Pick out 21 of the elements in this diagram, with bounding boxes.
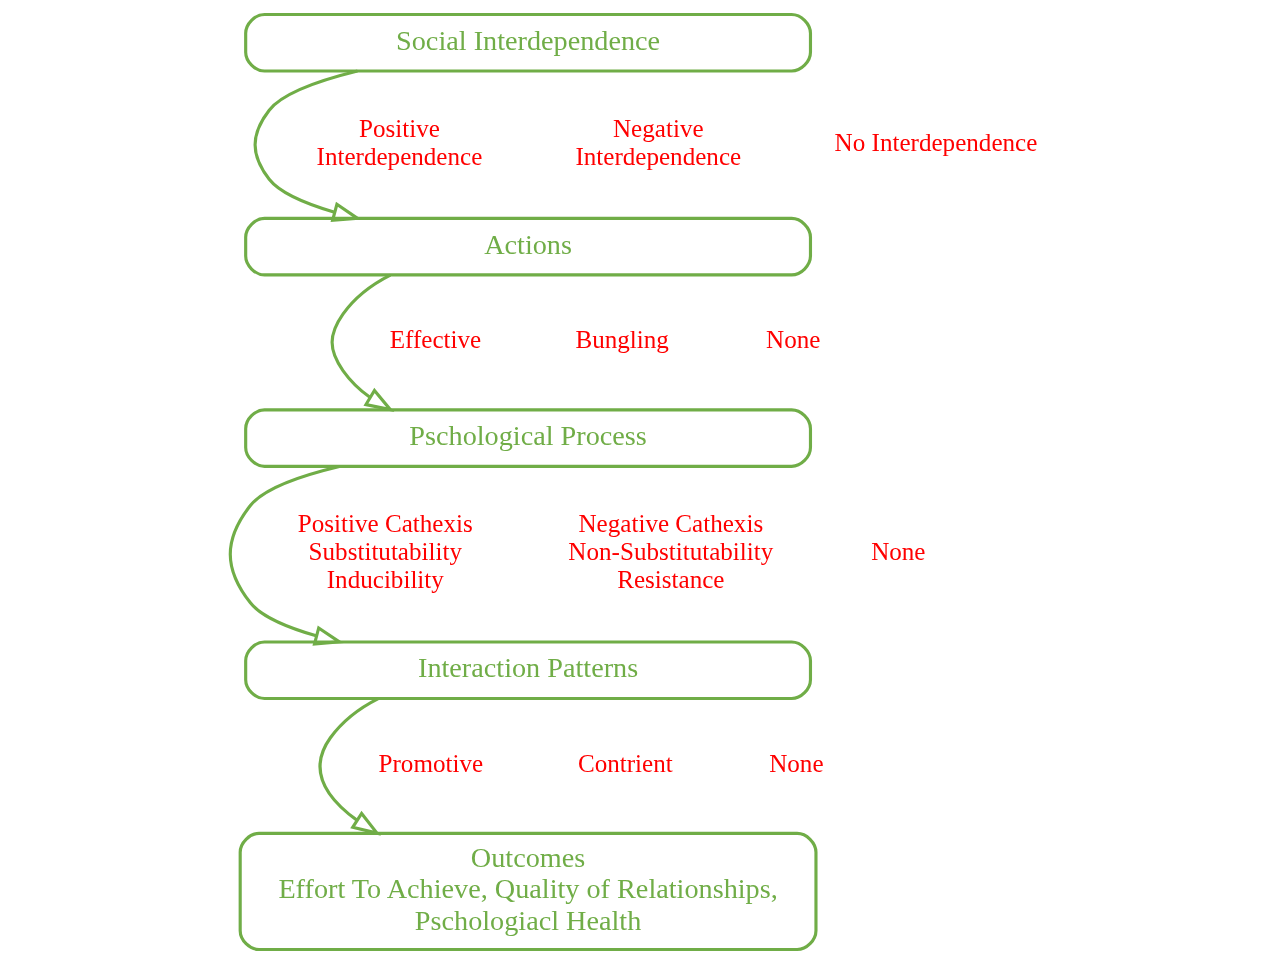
label: No Interdependence — [834, 128, 1037, 156]
label: Positive Cathexis Substitutability Inducibility — [297, 509, 473, 594]
node-box: Social Interdependence — [243, 12, 812, 73]
label: Effective — [389, 326, 481, 354]
label: None — [765, 326, 820, 354]
node-box: Outcomes Effort To Achieve, Quality of Relationships, Pschologiacl Health — [238, 831, 818, 952]
label: Negative Cathexis Non-Substitutability Resistance — [567, 509, 773, 594]
node-box: Actions — [243, 216, 812, 277]
arrow — [330, 273, 394, 413]
label: Positive Interdependence — [316, 114, 482, 170]
label: None — [768, 749, 824, 777]
label: Contrient — [577, 749, 673, 777]
label: None — [870, 538, 926, 566]
arrow — [318, 697, 381, 836]
arrow — [253, 69, 362, 222]
node-box: Pschological Process — [243, 408, 812, 468]
arrow — [228, 464, 344, 646]
label: Promotive — [378, 749, 483, 777]
label: Negative Interdependence — [574, 114, 741, 170]
node-box: Interaction Patterns — [243, 640, 812, 701]
label: Bungling — [575, 326, 669, 354]
